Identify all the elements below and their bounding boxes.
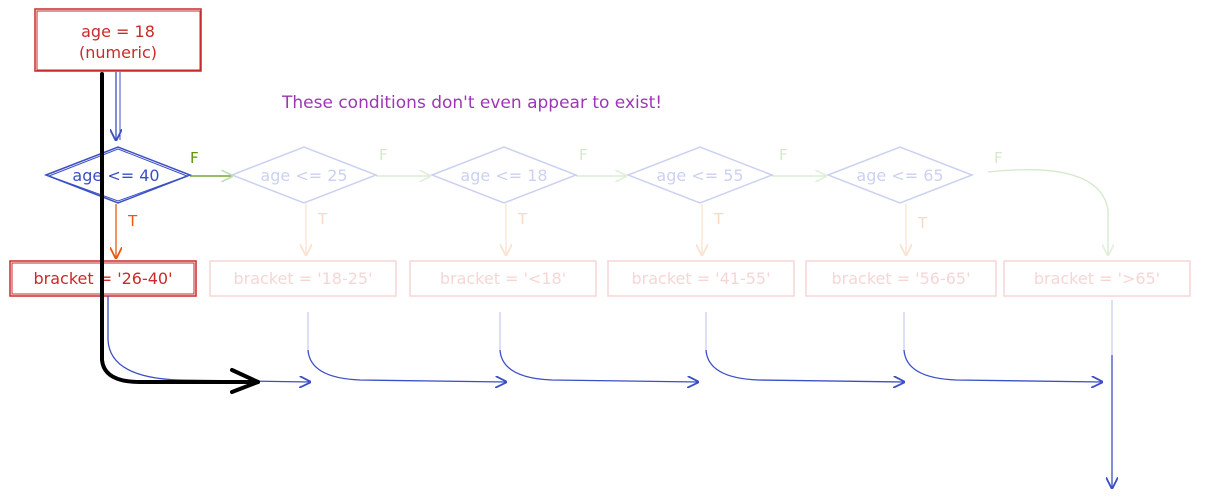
- bracket-box-5: bracket = '56-65': [805, 260, 997, 297]
- decision-5: age <= 65: [825, 146, 975, 204]
- true-arrow-1: T: [116, 204, 138, 258]
- merge-arrow-2: [307, 312, 506, 382]
- start-node: age = 18 (numeric): [34, 8, 202, 72]
- false-label-1: F: [190, 149, 199, 167]
- false-arrow-3: F: [576, 146, 626, 176]
- true-arrow-2: T: [306, 204, 328, 255]
- decision-4-label: age <= 55: [656, 166, 743, 185]
- true-label-1: T: [127, 212, 138, 230]
- annotation-text: These conditions don't even appear to ex…: [281, 93, 662, 113]
- merge-arrow-3: [499, 312, 698, 382]
- decision-2-label: age <= 25: [260, 166, 347, 185]
- false-label-3: F: [579, 146, 588, 164]
- bracket-label-5: bracket = '56-65': [831, 269, 970, 288]
- true-label-5: T: [917, 214, 928, 232]
- bracket-label-3: bracket = '<18': [440, 269, 566, 288]
- false-arrow-4: F: [772, 146, 826, 176]
- merge-arrow-5: [903, 312, 1102, 382]
- true-label-3: T: [517, 210, 528, 228]
- start-line-1: age = 18: [81, 22, 155, 41]
- decision-1: age <= 40: [43, 146, 193, 204]
- bracket-label-6: bracket = '>65': [1034, 269, 1160, 288]
- bracket-box-2: bracket = '18-25': [209, 260, 397, 297]
- false-arrow-1: F: [190, 149, 232, 176]
- decision-4: age <= 55: [625, 146, 775, 204]
- arrow-start-to-decision: [116, 72, 120, 140]
- false-label-4: F: [779, 146, 788, 164]
- execution-path-arrow: [100, 72, 260, 394]
- merge-arrow-4: [705, 312, 904, 382]
- false-arrow-2: F: [376, 146, 430, 176]
- decision-5-label: age <= 65: [856, 166, 943, 185]
- decision-1-label: age <= 40: [72, 166, 159, 185]
- bracket-label-2: bracket = '18-25': [233, 269, 372, 288]
- false-label-2: F: [379, 146, 388, 164]
- false-label-5: F: [994, 149, 1003, 167]
- false-arrow-5: F: [987, 149, 1108, 255]
- decision-3: age <= 18: [429, 146, 579, 204]
- bracket-box-4: bracket = '41-55': [607, 260, 795, 297]
- decision-2: age <= 25: [229, 146, 379, 204]
- bracket-box-6: bracket = '>65': [1003, 260, 1191, 297]
- bracket-box-3: bracket = '<18': [409, 260, 597, 297]
- merge-arrow-1: [107, 296, 310, 382]
- true-label-2: T: [317, 210, 328, 228]
- true-arrow-3: T: [506, 204, 528, 255]
- true-arrow-5: T: [906, 204, 928, 255]
- true-arrow-4: T: [702, 204, 724, 255]
- bracket-label-4: bracket = '41-55': [631, 269, 770, 288]
- true-label-4: T: [713, 210, 724, 228]
- decision-3-label: age <= 18: [460, 166, 547, 185]
- start-line-2: (numeric): [79, 43, 157, 62]
